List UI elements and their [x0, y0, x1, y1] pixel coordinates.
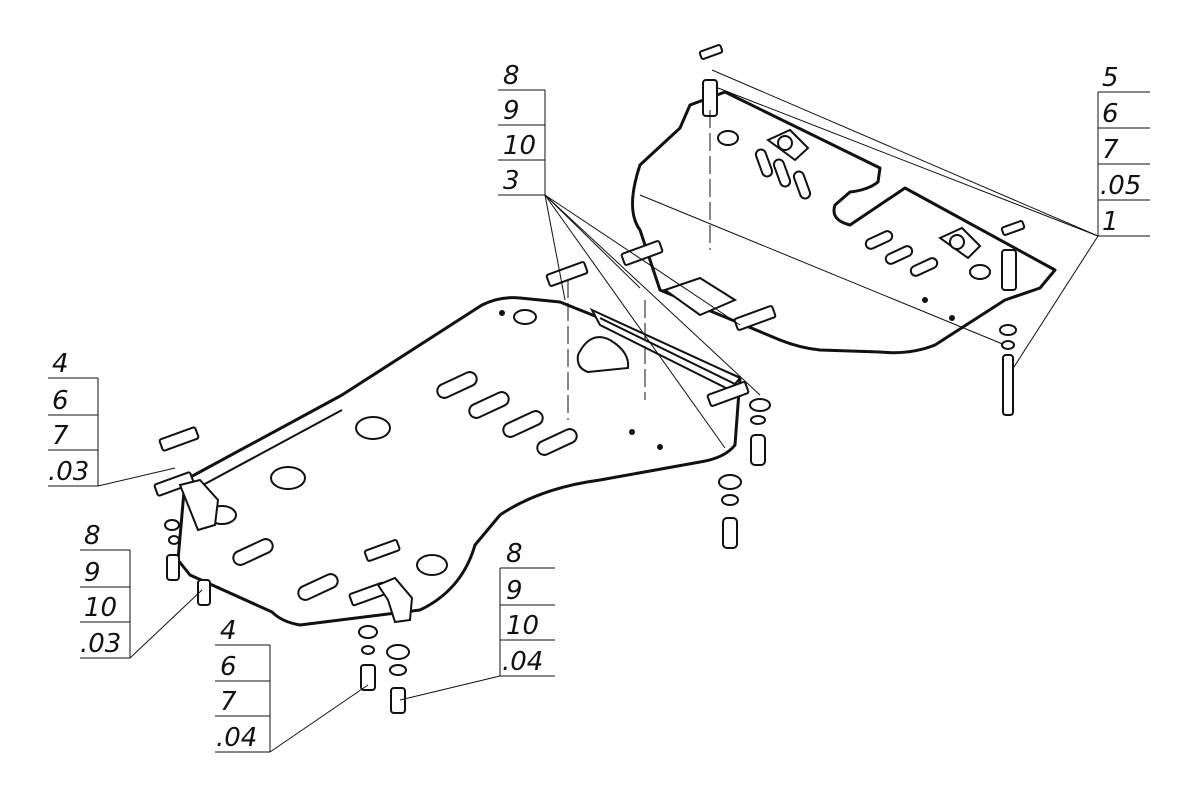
slot [436, 371, 478, 399]
callout-label: 10 [506, 611, 539, 641]
callout-top-right: 5 6 7 .05 1 [711, 63, 1150, 371]
slot [536, 428, 578, 456]
callout-label: 6 [220, 652, 237, 682]
callout-label: 8 [506, 539, 523, 569]
callout-label: 6 [52, 386, 69, 416]
rear-skid-plate [631, 90, 1057, 355]
callout-label: 4 [220, 616, 237, 646]
callout-label: 8 [84, 521, 101, 551]
callout-label: 3 [503, 166, 520, 196]
callout-label: 10 [84, 593, 117, 623]
callout-label: 9 [506, 576, 523, 606]
fasteners [153, 44, 1026, 714]
callout-label: 7 [52, 421, 69, 451]
callout-top-center: 8 9 10 3 [498, 61, 761, 449]
slot [502, 410, 544, 438]
callout-label: .03 [80, 629, 121, 659]
round-hole [416, 554, 448, 576]
callout-label: 5 [1102, 63, 1119, 93]
drop-hole [576, 336, 630, 374]
callout-label: 7 [220, 687, 237, 717]
callout-label: 1 [1102, 207, 1119, 237]
callout-label: 9 [503, 96, 520, 126]
callout-label: 4 [52, 349, 69, 379]
slot [232, 538, 274, 566]
round-hole [355, 416, 391, 440]
callout-label: .05 [1100, 171, 1141, 201]
callout-label: 8 [503, 61, 520, 91]
front-skid-plate [176, 296, 742, 627]
callout-label: .04 [216, 723, 257, 753]
callout-label: .03 [48, 457, 89, 487]
callout-left-upper: 4 6 7 .03 [48, 349, 176, 487]
callout-label: .04 [502, 647, 543, 677]
slot [468, 391, 510, 419]
callout-label: 7 [1102, 135, 1119, 165]
callout-bottom-center: 4 6 7 .04 [215, 616, 369, 753]
slot [297, 573, 339, 601]
callout-label: 9 [84, 558, 101, 588]
callout-left-lower: 8 9 10 .03 [80, 521, 203, 659]
round-hole [513, 309, 537, 325]
callout-label: 10 [503, 131, 536, 161]
callout-bottom-right: 8 9 10 .04 [399, 539, 555, 701]
round-hole [270, 466, 306, 490]
callout-label: 6 [1102, 99, 1119, 129]
